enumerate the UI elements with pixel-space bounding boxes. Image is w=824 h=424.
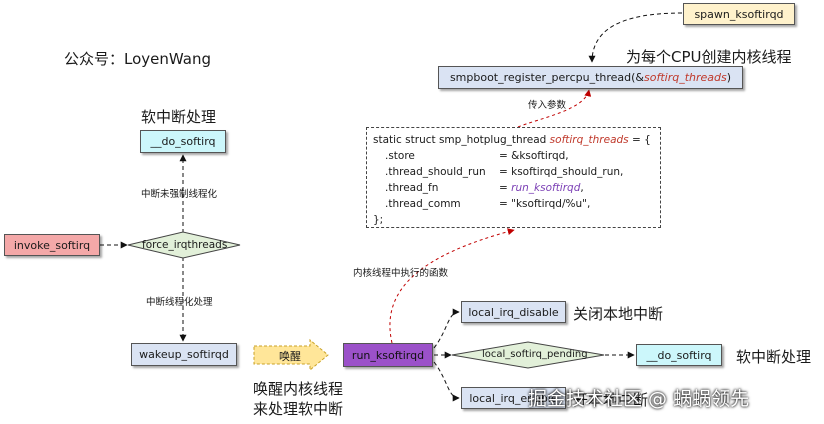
local-irq-enable-label: local_irq_enable: [469, 391, 558, 405]
wake-arrow-label: 唤醒: [279, 350, 301, 363]
code-row: .thread_comm = "ksoftirqd/%u",: [373, 196, 660, 212]
code-header-suffix: = {: [628, 134, 651, 146]
code-row: .thread_should_run = ksoftirqd_should_run…: [373, 164, 660, 180]
edge-run-to-code: [389, 228, 515, 344]
do-softirq-top-label: __do_softirq: [150, 135, 216, 148]
run-ksoftirqd-label: run_ksoftirqd: [351, 348, 425, 362]
local-softirq-pending-diamond: [451, 341, 605, 369]
local-irq-disable-node: local_irq_disable: [461, 301, 566, 323]
force-irqthreads-label: force_irqthreads: [142, 239, 228, 251]
close-irq-label: 关闭本地中断: [573, 305, 664, 323]
code-value-group: = run_ksoftirqd,: [499, 180, 584, 196]
softirq-handling-label-right: 软中断处理: [736, 348, 812, 366]
code-header-name: softirq_threads: [549, 134, 629, 146]
invoke-softirq-label: invoke_softirq: [13, 238, 91, 252]
code-header-prefix: static struct smp_hotplug_thread: [373, 134, 550, 146]
code-row: .store = &ksoftirqd,: [373, 148, 660, 164]
code-header: static struct smp_hotplug_thread softirq…: [373, 132, 660, 148]
wakeup-softirqd-node: wakeup_softirqd: [131, 343, 237, 366]
force-irqthreads-diamond: [127, 231, 241, 259]
threaded-label: 中断线程化处理: [146, 297, 213, 308]
edge-run-to-disable: [433, 308, 460, 349]
pass-param-label: 传入参数: [528, 100, 567, 111]
local-irq-disable-label: local_irq_disable: [468, 305, 559, 319]
wakeup-softirqd-label: wakeup_softirqd: [139, 348, 229, 361]
softirq-handling-label-top: 软中断处理: [141, 108, 217, 126]
wake-desc-line1: 唤醒内核线程: [253, 380, 344, 398]
kernel-exec-label: 内核线程中执行的函数: [353, 268, 449, 279]
code-value-suffix: ,: [580, 182, 584, 194]
code-footer: };: [373, 214, 384, 226]
invoke-softirq-node: invoke_softirq: [4, 234, 100, 256]
code-field: .store: [385, 150, 415, 162]
code-row: .thread_fn = run_ksoftirqd,: [373, 180, 660, 196]
code-field: .thread_comm: [385, 198, 461, 210]
code-value: = &ksoftirqd,: [499, 150, 569, 162]
do-softirq-right-label: __do_softirq: [646, 348, 712, 362]
per-cpu-label: 为每个CPU创建内核线程: [626, 48, 792, 66]
edge-run-to-enable: [433, 361, 460, 402]
do-softirq-top-node: __do_softirq: [140, 130, 226, 153]
do-softirq-right-node: __do_softirq: [636, 344, 722, 366]
spawn-ksoftirqd-node: spawn_ksoftirqd: [683, 3, 795, 25]
code-value: = ksoftirqd_should_run,: [499, 166, 624, 178]
local-irq-enable-node: local_irq_enable: [461, 387, 566, 409]
code-value-prefix: =: [499, 182, 512, 194]
code-field: .thread_fn: [385, 182, 439, 194]
watermark: 掘金技术社区 @ 蜗蜗领先: [528, 388, 750, 410]
edge-spawn-to-smpboot: [588, 12, 683, 63]
run-ksoftirqd-node: run_ksoftirqd: [343, 343, 433, 367]
wake-desc-line2: 来处理软中断: [253, 400, 344, 418]
edge-code-to-smpboot: [517, 89, 592, 128]
smpboot-arg: softirq_threads: [644, 71, 727, 84]
local-softirq-pending-label: local_softirq_pending: [482, 349, 588, 360]
author-label: 公众号：LoyenWang: [64, 50, 211, 68]
smpboot-register-node: smpboot_register_percpu_thread(&softirq_…: [438, 66, 743, 89]
not-forced-label: 中断未强制线程化: [141, 189, 218, 200]
code-field: .thread_should_run: [385, 166, 486, 178]
code-value: run_ksoftirqd: [511, 182, 581, 194]
open-irq-label: 开本地中断: [573, 391, 649, 409]
spawn-ksoftirqd-label: spawn_ksoftirqd: [694, 7, 784, 21]
smpboot-prefix: smpboot_register_percpu_thread(&: [449, 71, 645, 84]
code-value: = "ksoftirqd/%u",: [499, 198, 591, 210]
smpboot-suffix: ): [726, 71, 732, 84]
softirq-threads-code: static struct smp_hotplug_thread softirq…: [366, 127, 661, 228]
wake-block-arrow: [253, 338, 329, 372]
